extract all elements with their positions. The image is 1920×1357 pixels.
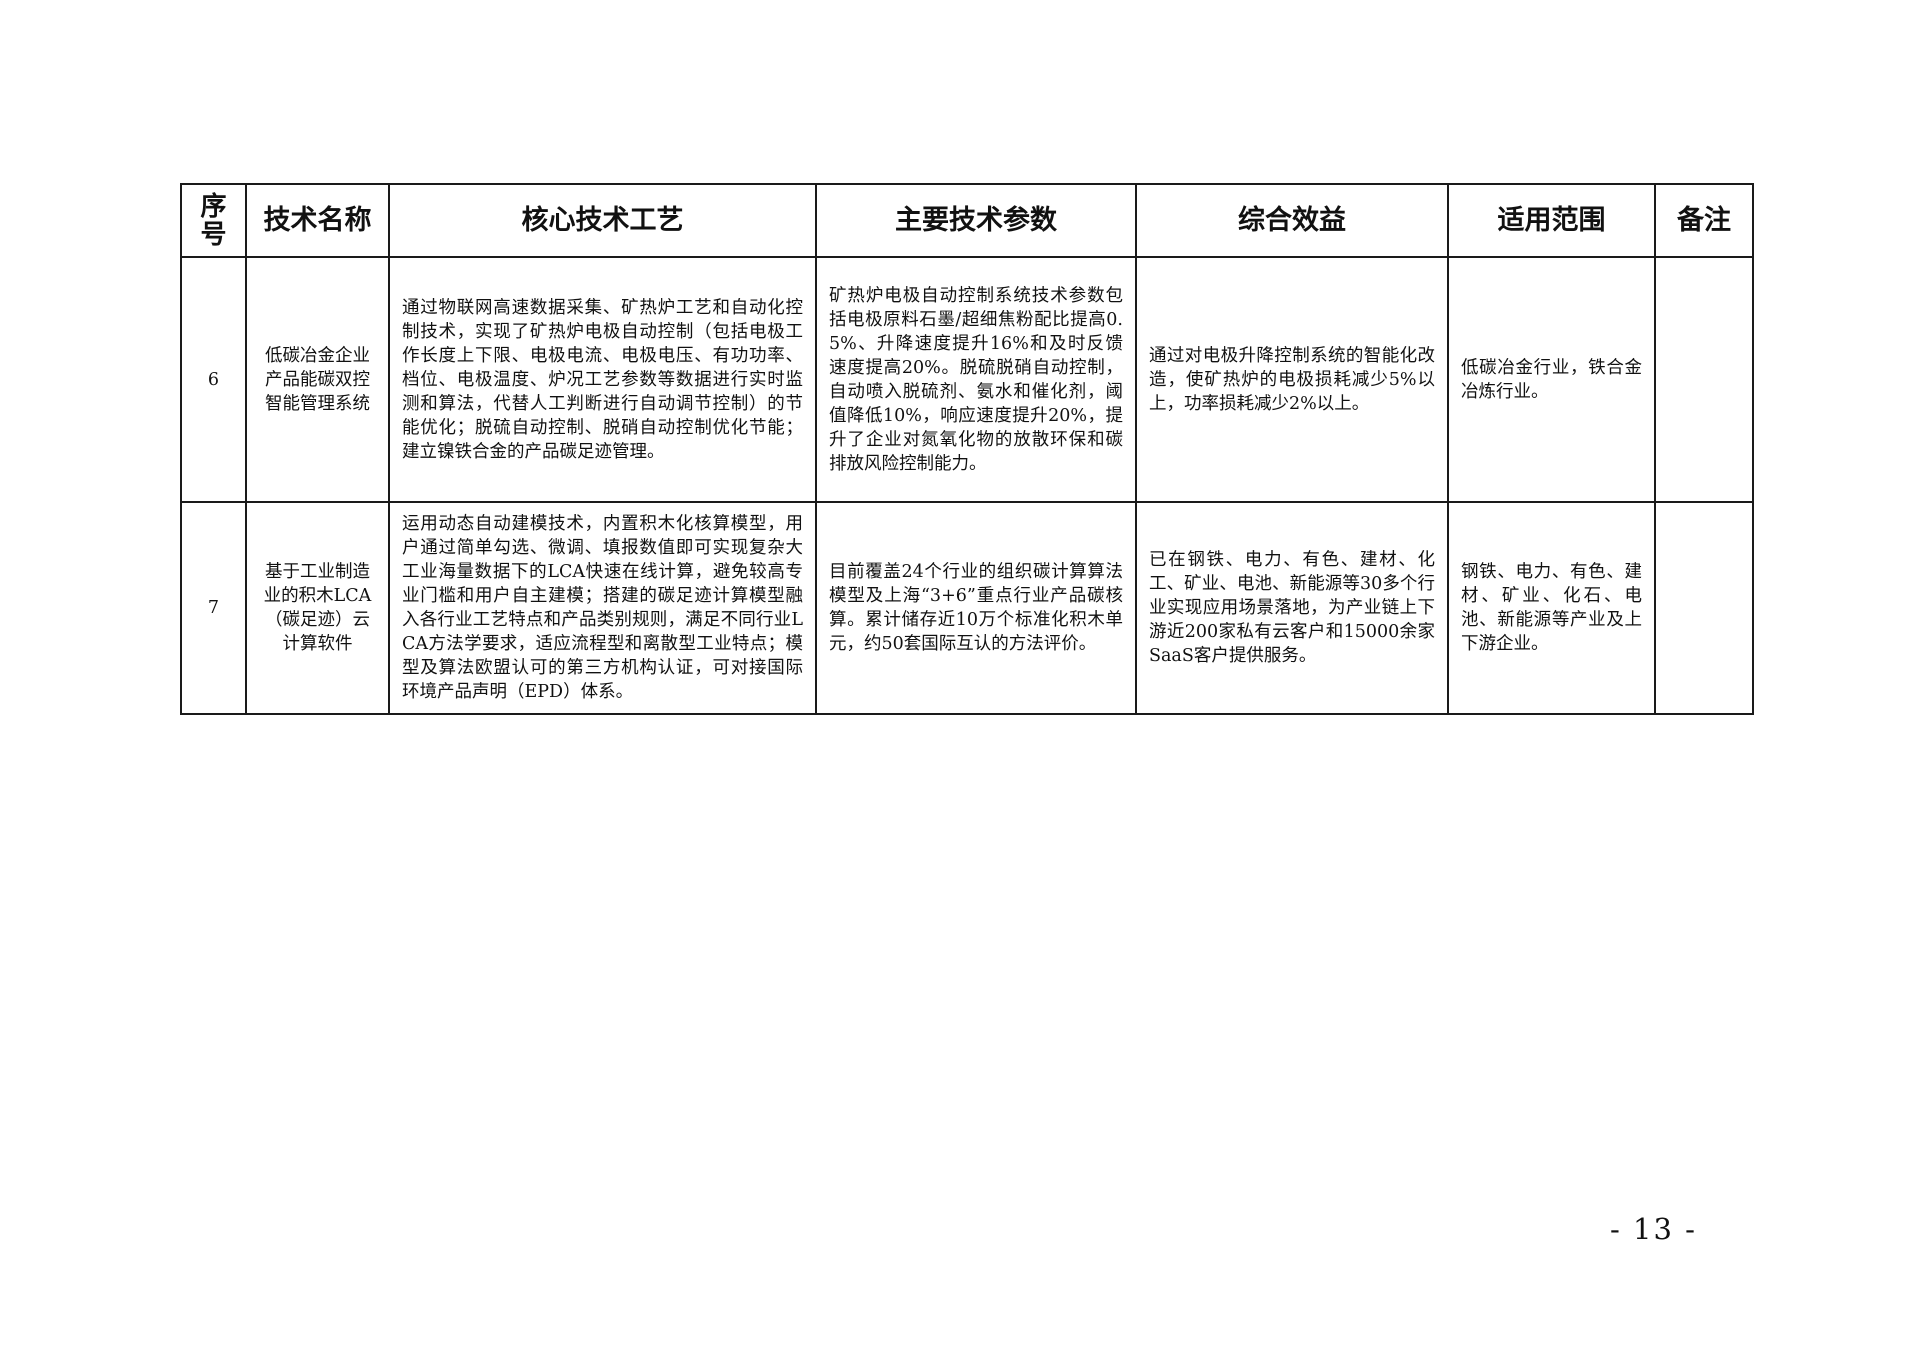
header-seq: 序号: [180, 183, 247, 258]
header-seq-char: 序: [200, 191, 227, 222]
header-overall-benefit: 综合效益: [1135, 183, 1449, 258]
row-core-process-text: 运用动态自动建模技术，内置积木化核算模型，用户通过简单勾选、微调、填报数值即可实…: [402, 514, 803, 702]
row-main-params-text: 目前覆盖24个行业的组织碳计算算法模型及上海“3+6”重点行业产品碳核算。累计储…: [829, 562, 1123, 654]
row-core-process: 通过物联网高速数据采集、矿热炉工艺和自动化控制技术，实现了矿热炉电极自动控制（包…: [388, 256, 817, 503]
row-remark: [1654, 501, 1754, 715]
row-tech-name-text: 基于工业制造业的积木LCA（碳足迹）云计算软件: [263, 562, 372, 654]
table-row: 6 低碳冶金企业产品能碳双控智能管理系统 通过物联网高速数据采集、矿热炉工艺和自…: [180, 256, 1754, 503]
row-overall-benefit: 通过对电极升降控制系统的智能化改造，使矿热炉的电极损耗减少5%以上，功率损耗减少…: [1135, 256, 1449, 503]
table-row: 7 基于工业制造业的积木LCA（碳足迹）云计算软件 运用动态自动建模技术，内置积…: [180, 501, 1754, 715]
row-overall-benefit-text: 已在钢铁、电力、有色、建材、化工、矿业、电池、新能源等30多个行业实现应用场景落…: [1149, 550, 1435, 666]
row-tech-name-text: 低碳冶金企业产品能碳双控智能管理系统: [265, 345, 370, 414]
row-core-process-text: 通过物联网高速数据采集、矿热炉工艺和自动化控制技术，实现了矿热炉电极自动控制（包…: [402, 297, 803, 462]
row-tech-name: 基于工业制造业的积木LCA（碳足迹）云计算软件: [245, 501, 390, 715]
row-seq: 6: [180, 256, 247, 503]
technology-table: 序号 技术名称 核心技术工艺 主要技术参数 综合效益 适用范围 备注 6 低碳冶…: [180, 183, 1754, 715]
row-applicable-scope: 钢铁、电力、有色、建材、矿业、化石、电池、新能源等产业及上下游企业。: [1447, 501, 1656, 715]
row-main-params: 矿热炉电极自动控制系统技术参数包括电极原料石墨/超细焦粉配比提高0.5%、升降速…: [815, 256, 1137, 503]
header-main-params: 主要技术参数: [815, 183, 1137, 258]
row-applicable-scope-text: 钢铁、电力、有色、建材、矿业、化石、电池、新能源等产业及上下游企业。: [1461, 562, 1642, 654]
page-number: - 13 -: [1610, 1212, 1697, 1246]
row-applicable-scope: 低碳冶金行业，铁合金冶炼行业。: [1447, 256, 1656, 503]
header-remark: 备注: [1654, 183, 1754, 258]
row-remark: [1654, 256, 1754, 503]
header-seq-label: 序号: [200, 192, 226, 250]
row-main-params: 目前覆盖24个行业的组织碳计算算法模型及上海“3+6”重点行业产品碳核算。累计储…: [815, 501, 1137, 715]
row-overall-benefit-text: 通过对电极升降控制系统的智能化改造，使矿热炉的电极损耗减少5%以上，功率损耗减少…: [1149, 345, 1435, 414]
row-tech-name: 低碳冶金企业产品能碳双控智能管理系统: [245, 256, 390, 503]
header-tech-name: 技术名称: [245, 183, 390, 258]
row-main-params-text: 矿热炉电极自动控制系统技术参数包括电极原料石墨/超细焦粉配比提高0.5%、升降速…: [829, 285, 1123, 474]
header-applicable-scope: 适用范围: [1447, 183, 1656, 258]
header-core-process: 核心技术工艺: [388, 183, 817, 258]
row-applicable-scope-text: 低碳冶金行业，铁合金冶炼行业。: [1461, 357, 1642, 402]
row-overall-benefit: 已在钢铁、电力、有色、建材、化工、矿业、电池、新能源等30多个行业实现应用场景落…: [1135, 501, 1449, 715]
table-header-row: 序号 技术名称 核心技术工艺 主要技术参数 综合效益 适用范围 备注: [180, 183, 1754, 258]
header-seq-char: 号: [200, 219, 227, 250]
row-core-process: 运用动态自动建模技术，内置积木化核算模型，用户通过简单勾选、微调、填报数值即可实…: [388, 501, 817, 715]
row-seq: 7: [180, 501, 247, 715]
